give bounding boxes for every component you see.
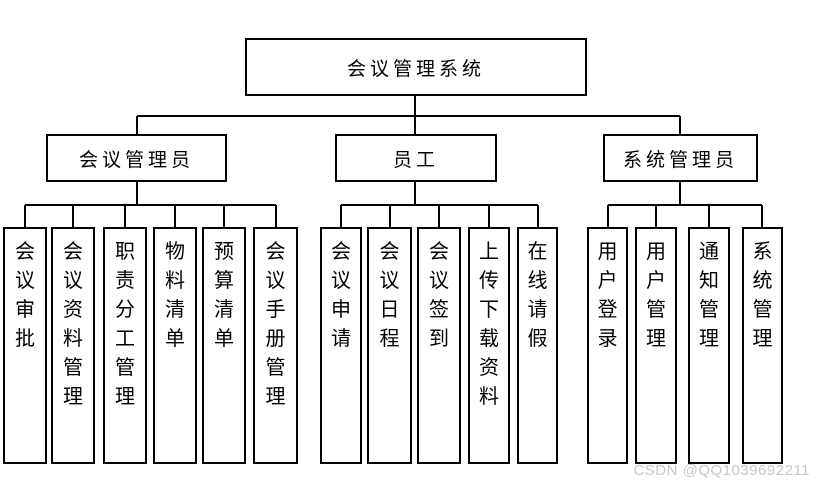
- root-node-meeting-management-system: 会议管理系统: [245, 38, 587, 96]
- leaf-label: 会议申请: [331, 241, 351, 350]
- leaf-label: 用户登录: [597, 241, 618, 350]
- leaf-label: 用户管理: [646, 241, 666, 350]
- leaf-node-notification-management: 通知管理: [688, 227, 730, 464]
- root-node-label: 会议管理系统: [346, 58, 485, 80]
- leaf-label: 系统管理: [752, 241, 773, 350]
- leaf-node-meeting-schedule: 会议日程: [367, 227, 412, 464]
- leaf-node-meeting-handbook-management: 会议手册管理: [253, 227, 298, 464]
- leaf-label: 职责分工管理: [115, 241, 135, 408]
- branch-node-label: 员工: [392, 149, 439, 171]
- leaf-label: 会议签到: [429, 241, 449, 350]
- leaf-node-online-leave-request: 在线请假: [517, 227, 558, 464]
- leaf-node-material-list: 物料清单: [153, 227, 197, 464]
- branch-node-system-admin: 系统管理员: [603, 134, 758, 182]
- leaf-label: 在线请假: [527, 241, 548, 350]
- leaf-node-duty-division-management: 职责分工管理: [103, 227, 147, 464]
- leaf-label: 物料清单: [165, 241, 185, 350]
- leaf-node-user-management: 用户管理: [635, 227, 677, 464]
- leaf-node-user-login: 用户登录: [587, 227, 628, 464]
- leaf-label: 会议审批: [15, 241, 35, 350]
- leaf-node-meeting-materials-management: 会议资料管理: [51, 227, 95, 464]
- leaf-label: 会议手册管理: [265, 241, 286, 408]
- csdn-watermark: CSDN @QQ1039692211: [633, 462, 810, 479]
- leaf-node-meeting-application: 会议申请: [320, 227, 362, 464]
- leaf-label: 会议资料管理: [63, 241, 83, 408]
- branch-node-meeting-admin: 会议管理员: [46, 134, 227, 182]
- branch-node-employee: 员工: [335, 134, 497, 182]
- leaf-label: 会议日程: [379, 241, 400, 350]
- branch-node-label: 会议管理员: [78, 149, 194, 171]
- leaf-label: 上传下载资料: [479, 241, 499, 408]
- branch-node-label: 系统管理员: [622, 149, 738, 171]
- leaf-node-budget-list: 预算清单: [202, 227, 246, 464]
- leaf-node-upload-download-materials: 上传下载资料: [468, 227, 510, 464]
- leaf-node-meeting-approval: 会议审批: [3, 227, 47, 464]
- leaf-node-system-management: 系统管理: [742, 227, 783, 464]
- leaf-label: 预算清单: [214, 241, 234, 350]
- leaf-node-meeting-checkin: 会议签到: [417, 227, 461, 464]
- leaf-label: 通知管理: [699, 241, 719, 350]
